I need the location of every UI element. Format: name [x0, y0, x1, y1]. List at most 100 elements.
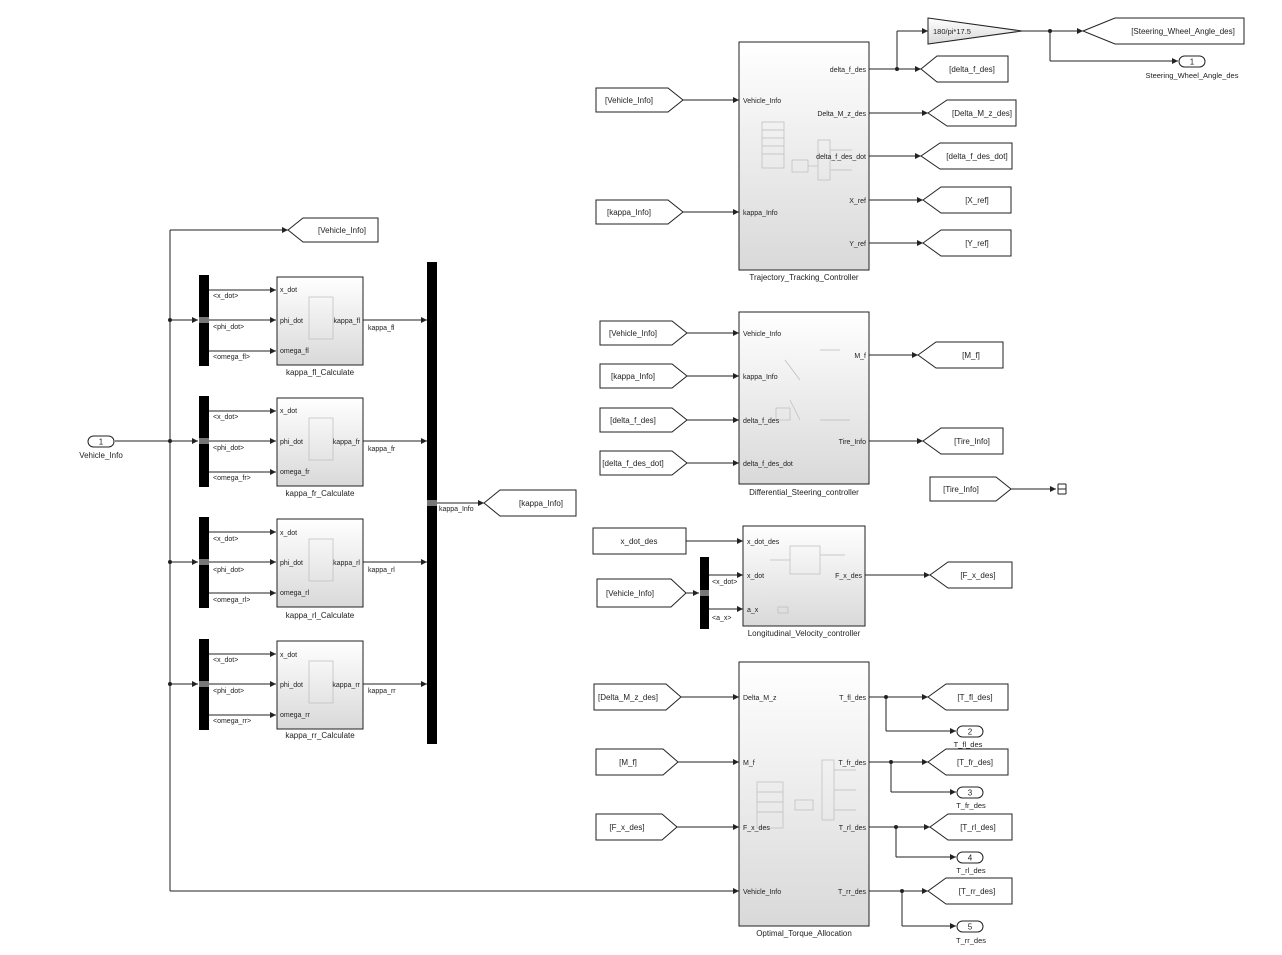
bus-creator-kappa[interactable]: kappa_Info — [427, 262, 474, 744]
constant-x-dot-des[interactable]: x_dot_des — [592, 527, 687, 555]
outport-number: 2 — [968, 728, 973, 737]
bus-selector-fr[interactable]: <x_dot> <phi_dot> <omega_fr> — [199, 396, 251, 487]
from-delta-f-des[interactable]: [delta_f_des] — [599, 407, 688, 433]
bus-selector-fl[interactable]: <x_dot> <phi_dot> <omega_fl> — [199, 275, 250, 366]
block-port-label: F_x_des — [743, 825, 770, 832]
from-vehicle-info-2[interactable]: [Vehicle_Info] — [599, 320, 688, 346]
block-port-label: omega_rl — [280, 590, 310, 597]
block-port-label: T_rr_des — [838, 889, 867, 896]
from-delta-f-des-dot[interactable]: [delta_f_des_dot] — [599, 450, 688, 476]
inport-label: Vehicle_Info — [79, 451, 123, 460]
signal-label: kappa_fl — [368, 325, 395, 332]
block-port-label: phi_dot — [280, 560, 303, 567]
block-icon — [770, 545, 845, 614]
from-tire-info[interactable]: [Tire_Info] — [929, 476, 1012, 502]
block-port-label: x_dot — [280, 652, 297, 659]
from-vehicle-info-1[interactable]: [Vehicle_Info] — [595, 87, 684, 113]
block-port-label: Vehicle_Info — [743, 889, 781, 896]
block-port-label: x_dot — [747, 573, 764, 580]
goto-kappa-info[interactable]: [kappa_Info] — [483, 489, 577, 517]
goto-f-x-des[interactable]: [F_x_des] — [929, 561, 1013, 589]
kappa-rl-calculate-block[interactable]: x_dot phi_dot omega_rl kappa_rl kappa_rl… — [276, 518, 364, 620]
block-port-label: delta_f_des_dot — [816, 154, 866, 161]
goto-vehicle-info[interactable]: [Vehicle_Info] — [287, 217, 379, 243]
gain-value: 180/pi*17.5 — [933, 27, 971, 36]
longitudinal-velocity-controller-block[interactable]: x_dot_des x_dot a_x F_x_des Longitudinal… — [742, 525, 866, 638]
goto-delta-m-z-des[interactable]: [Delta_M_z_des] — [927, 99, 1017, 127]
bus-selector-rr[interactable]: <x_dot> <phi_dot> <omega_rr> — [199, 639, 251, 730]
goto-label: [T_fl_des] — [957, 693, 992, 702]
goto-label: [Delta_M_z_des] — [952, 109, 1012, 118]
block-port-label: phi_dot — [280, 318, 303, 325]
from-label: [Vehicle_Info] — [605, 96, 653, 105]
inport-vehicle-info[interactable]: 1 Vehicle_Info — [79, 435, 123, 460]
outport-t-rr-des[interactable]: 5 T_rr_des — [956, 920, 986, 945]
outport-steering-wheel-angle-des[interactable]: 1 Steering_Wheel_Angle_des — [1146, 55, 1239, 80]
signal-label: kappa_fr — [368, 446, 396, 453]
goto-kappa-info-label: [kappa_Info] — [519, 499, 563, 508]
goto-label: [F_x_des] — [960, 571, 995, 580]
block-port-label: omega_fl — [280, 348, 309, 355]
goto-y-ref[interactable]: [Y_ref] — [922, 229, 1012, 257]
optimal-torque-allocation-block[interactable]: Delta_M_z M_f F_x_des Vehicle_Info T_fl_… — [738, 661, 870, 938]
block-port-label: delta_f_des_dot — [743, 461, 793, 468]
inport-number: 1 — [99, 438, 104, 447]
kappa-fl-calculate-block[interactable]: x_dot phi_dot omega_fl kappa_fl kappa_fl… — [276, 276, 364, 377]
block-port-label: Delta_M_z — [743, 695, 777, 702]
selector-signal: <x_dot> — [213, 293, 238, 300]
from-label: [kappa_Info] — [607, 208, 651, 217]
block-port-label: a_x — [747, 607, 759, 614]
block-port-label: delta_f_des — [743, 418, 780, 425]
from-m-f[interactable]: [M_f] — [595, 748, 679, 776]
from-kappa-info-1[interactable]: [kappa_Info] — [595, 199, 684, 225]
block-port-label: X_ref — [849, 198, 866, 205]
from-label: [Tire_Info] — [943, 485, 979, 494]
outport-t-fr-des[interactable]: 3 T_fr_des — [956, 786, 986, 810]
wires-left — [115, 227, 739, 894]
selector-signal: <phi_dot> — [213, 445, 244, 452]
goto-m-f[interactable]: [M_f] — [917, 341, 1004, 369]
goto-label: [T_rr_des] — [959, 887, 995, 896]
block-port-label: omega_rr — [280, 712, 311, 719]
block-icon — [775, 349, 850, 421]
goto-delta-f-des[interactable]: [delta_f_des] — [920, 55, 1009, 83]
goto-delta-f-des-dot[interactable]: [delta_f_des_dot] — [920, 142, 1013, 170]
goto-label: [Y_ref] — [965, 239, 989, 248]
block-port-label: phi_dot — [280, 439, 303, 446]
selector-signal: <omega_fr> — [213, 475, 251, 482]
from-label: [F_x_des] — [609, 823, 644, 832]
from-vehicle-info-3[interactable]: [Vehicle_Info] — [596, 578, 687, 608]
gain-block[interactable]: 180/pi*17.5 — [927, 17, 1023, 45]
bus-selector-rl[interactable]: <x_dot> <phi_dot> <omega_rl> — [199, 517, 250, 608]
goto-t-rl-des[interactable]: [T_rl_des] — [929, 813, 1013, 841]
goto-t-fr-des[interactable]: [T_fr_des] — [927, 748, 1009, 776]
block-port-label: x_dot — [280, 287, 297, 294]
from-f-x-des[interactable]: [F_x_des] — [595, 813, 678, 841]
trajectory-tracking-controller-block[interactable]: Vehicle_Info kappa_Info delta_f_des Delt… — [738, 41, 870, 282]
outport-t-rl-des[interactable]: 4 T_rl_des — [956, 851, 986, 875]
block-port-label: kappa_fl — [334, 318, 361, 325]
differential-steering-controller-block[interactable]: Vehicle_Info kappa_Info delta_f_des delt… — [738, 311, 870, 497]
outport-label: Steering_Wheel_Angle_des — [1146, 71, 1239, 80]
selector-signal: <omega_rr> — [213, 718, 251, 725]
branch-points — [168, 29, 1052, 893]
selector-signal: <phi_dot> — [213, 567, 244, 574]
from-kappa-info-2[interactable]: [kappa_Info] — [599, 363, 688, 389]
from-label: [delta_f_des] — [610, 416, 656, 425]
block-name: Longitudinal_Velocity_controller — [748, 629, 861, 638]
goto-t-rr-des[interactable]: [T_rr_des] — [927, 877, 1013, 905]
block-port-label: kappa_fr — [333, 439, 361, 446]
kappa-rr-calculate-block[interactable]: x_dot phi_dot omega_rr kappa_rr kappa_rr… — [276, 640, 364, 740]
goto-t-fl-des[interactable]: [T_fl_des] — [927, 683, 1009, 711]
goto-tire-info[interactable]: [Tire_Info] — [922, 427, 1004, 455]
block-port-label: T_rl_des — [839, 825, 867, 832]
outport-label: T_rl_des — [956, 866, 985, 875]
selector-signal: <x_dot> — [712, 579, 737, 586]
block-port-label: phi_dot — [280, 682, 303, 689]
kappa-fr-calculate-block[interactable]: x_dot phi_dot omega_fr kappa_fr kappa_fr… — [276, 397, 364, 498]
bus-selector-longitudinal[interactable]: <x_dot> <a_x> — [700, 557, 737, 629]
from-delta-m-z-des[interactable]: [Delta_M_z_des] — [593, 683, 682, 711]
goto-steering-wheel-angle-des[interactable]: [Steering_Wheel_Angle_des] — [1081, 17, 1245, 45]
goto-x-ref[interactable]: [X_ref] — [922, 186, 1012, 214]
outport-t-fl-des[interactable]: 2 T_fl_des — [954, 725, 984, 749]
